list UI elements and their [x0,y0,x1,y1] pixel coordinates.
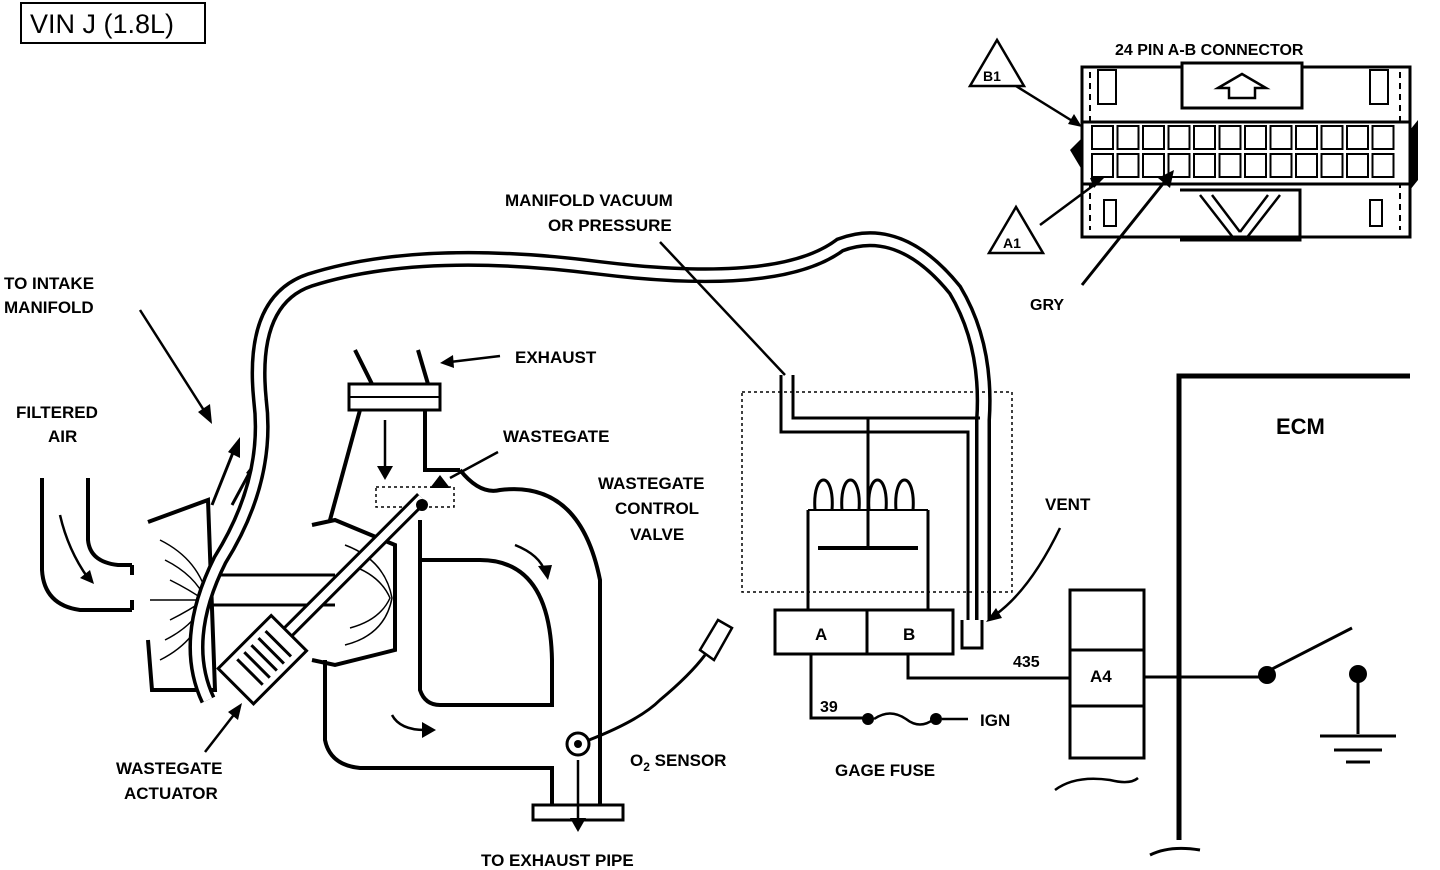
terminal-a4-label: A4 [1090,667,1112,686]
connector-pin [1371,153,1395,178]
title-box: VIN J (1.8L) [20,2,206,44]
connector-pin [1320,153,1344,178]
connector-pin [1091,125,1114,150]
connector-pin [1295,153,1318,178]
vent-label: VENT [1045,495,1091,514]
connector-pin [1295,125,1318,150]
connector-pin [1269,153,1293,178]
wastegate-label: WASTEGATE [503,427,609,446]
pin-a1-label: A1 [1003,235,1021,251]
connector-title: 24 PIN A-B CONNECTOR [1115,42,1304,59]
wire-color-label: GRY [1030,297,1064,314]
connector-pin [1116,125,1140,150]
turbocharger-assembly [40,231,992,832]
pin-b1-label: B1 [983,68,1001,84]
turbo-labels: TO INTAKE MANIFOLD FILTERED AIR EXHAUST … [4,274,726,870]
connector-pin [1193,125,1216,150]
connector-pin [1218,125,1242,150]
connector-pin [1142,153,1165,178]
control-valve-label-3: VALVE [630,525,684,544]
arrow-up-icon [1213,72,1271,100]
terminal-b-label: B [903,625,915,644]
connector-pin [1320,125,1344,150]
wastegate-actuator-label-1: WASTEGATE [116,759,222,778]
wastegate-control-valve: MANIFOLD VACUUM OR PRESSURE WASTEGATE CO… [505,191,1091,656]
to-intake-label-2: MANIFOLD [4,298,94,317]
connector-pin [1269,125,1293,150]
to-exhaust-pipe-label: TO EXHAUST PIPE [481,851,634,870]
connector-pin [1244,125,1267,150]
manifold-vacuum-label-2: OR PRESSURE [548,216,672,235]
filtered-air-label-1: FILTERED [16,403,98,422]
connector-pin [1244,153,1267,178]
to-intake-label-1: TO INTAKE [4,274,94,293]
circuit-39-label: 39 [820,699,838,716]
connector-pin [1167,125,1191,150]
connector-pin [1346,153,1369,178]
connector-pin [1346,125,1369,150]
connector-pin [1142,125,1165,150]
connector-pin [1091,153,1114,178]
exhaust-label: EXHAUST [515,348,597,367]
o2-sensor-label: O2 SENSOR [630,751,726,774]
connector-pin [1193,153,1216,178]
connector-pin-grid [1091,125,1395,178]
gage-fuse-label: GAGE FUSE [835,761,935,780]
title: VIN J (1.8L) [30,9,174,39]
wastegate-actuator-label-2: ACTUATOR [124,784,218,803]
connector-pin [1116,153,1140,178]
ecm-label: ECM [1276,414,1325,439]
connector-pin [1371,125,1395,150]
filtered-air-label-2: AIR [48,427,77,446]
connector-pin [1218,153,1242,178]
solenoid-coil [813,478,915,511]
control-valve-label-2: CONTROL [615,499,699,518]
connector-24-pin: 24 PIN A-B CONNECTOR B1 A1 GRY [967,37,1418,314]
terminal-a-label: A [815,625,827,644]
circuit-435-label: 435 [1013,654,1040,671]
wiring: 435 39 IGN GAGE FUSE A4 [809,588,1396,792]
control-valve-label-1: WASTEGATE [598,474,704,493]
ecm-module: ECM [1149,373,1410,857]
fuse-icon [873,712,935,726]
manifold-vacuum-label-1: MANIFOLD VACUUM [505,191,673,210]
connector-pin [1167,153,1191,178]
ign-label: IGN [980,711,1010,730]
